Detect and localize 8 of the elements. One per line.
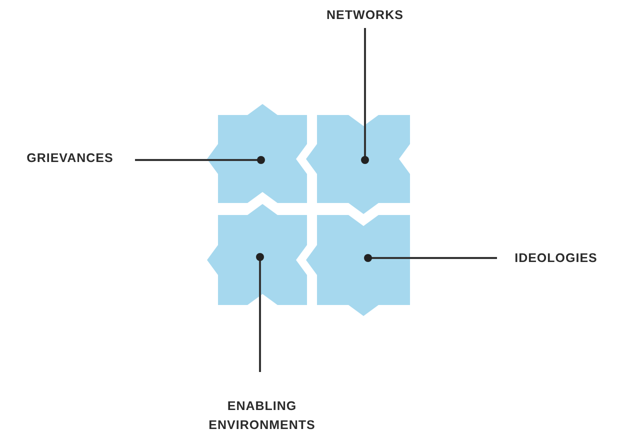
label-text: IDEOLOGIES (501, 248, 611, 268)
leader-line (361, 28, 369, 164)
leader-line (135, 156, 265, 164)
leader-line (256, 253, 264, 372)
label-text: ENABLING ENVIRONMENTS (197, 396, 327, 434)
label-text: GRIEVANCES (10, 148, 130, 168)
leader-line (364, 254, 497, 262)
label-text: NETWORKS (310, 6, 420, 24)
